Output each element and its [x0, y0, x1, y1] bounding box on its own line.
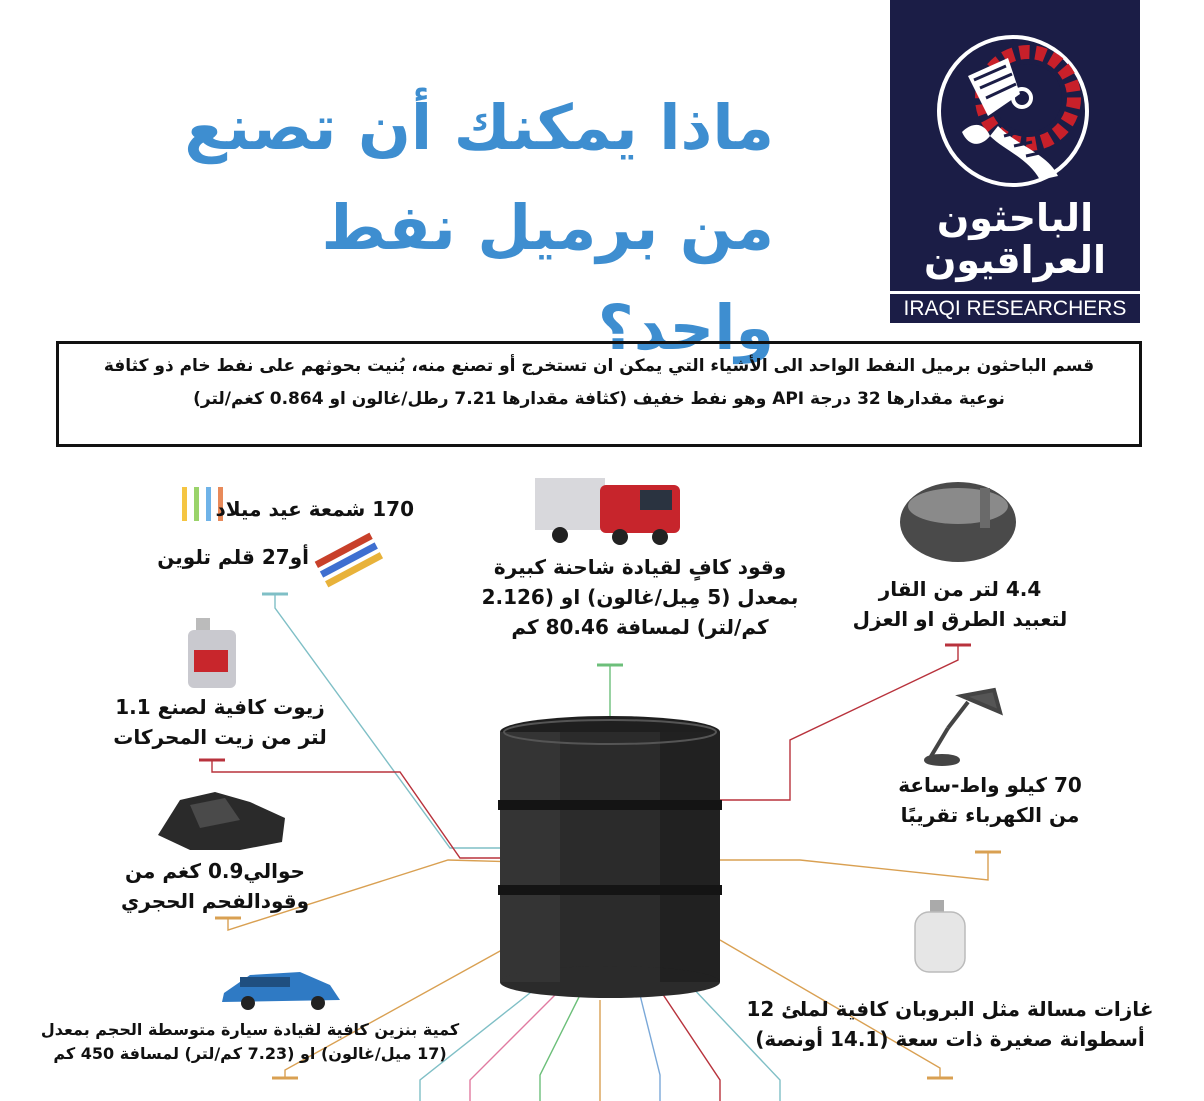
logo-arabic-line-1: الباحثون [936, 196, 1094, 240]
motor-oil-line-1: زيوت كافية لصنع 1.1 [115, 695, 325, 719]
coal-label: حوالي0.9 كغم من وقودالفحم الحجري [100, 856, 330, 916]
connector-bottom-2 [469, 989, 561, 1101]
connector-asphalt [720, 645, 959, 801]
intro-box: قسم الباحثون برميل النفط الواحد الى الأش… [56, 341, 1142, 447]
truck-icon [535, 478, 680, 545]
coal-icon [158, 792, 285, 850]
connector-candles [274, 594, 540, 849]
truck-line-1: وقود كافٍ لقيادة شاحنة كبيرة [493, 555, 787, 579]
logo: الباحثون العراقيون IRAQI RESEARCHERS [890, 0, 1140, 323]
car-line-2: (17 ميل/غالون) او (7.23 كم/لتر) لمسافة 4… [53, 1044, 447, 1063]
connector-car [284, 939, 521, 1078]
asphalt-line-1: 4.4 لتر من القار [878, 577, 1042, 601]
asphalt-line-2: لتعبيد الطرق او العزل [852, 607, 1068, 631]
car-label: كمية بنزين كافية لقيادة سيارة متوسطة الح… [30, 1018, 470, 1066]
title-line-1: ماذا يمكنك أن تصنع [184, 91, 774, 164]
propane-line-2: أسطوانة صغيرة ذات سعة (14.1 أونصة) [755, 1027, 1145, 1051]
asphalt-label: 4.4 لتر من القار لتعبيد الطرق او العزل [840, 574, 1080, 634]
connector-bottom-3 [539, 994, 581, 1101]
connector-oil [211, 760, 520, 859]
coal-line-2: وقودالفحم الحجري [120, 889, 310, 913]
truck-label: وقود كافٍ لقيادة شاحنة كبيرة بمعدل (5 مِ… [470, 552, 810, 642]
candles-crayons-icon [182, 487, 384, 588]
electricity-line-2: من الكهرباء تقريبًا [900, 803, 1080, 827]
motor-oil-label: زيوت كافية لصنع 1.1 لتر من زيت المحركات [100, 692, 340, 752]
crayons-label: أو27 قلم تلوين [157, 545, 309, 569]
car-icon [222, 972, 340, 1010]
connector-electricity [720, 852, 989, 881]
connector-bottom-6 [659, 989, 721, 1101]
car-line-1: كمية بنزين كافية لقيادة سيارة متوسطة الح… [40, 1020, 460, 1039]
electricity-label: 70 كيلو واط-ساعة من الكهرباء تقريبًا [880, 770, 1100, 830]
propane-cylinder-icon [914, 900, 966, 973]
propane-line-1: غازات مسالة مثل البروبان كافية لملئ 12 [746, 997, 1154, 1021]
coal-line-1: حوالي0.9 كغم من [125, 859, 305, 883]
title-line-2: من برميل نفط واحد؟ [321, 191, 774, 364]
candles-label: 170 شمعة عيد ميلاد [215, 497, 414, 521]
oil-barrel-icon [498, 716, 722, 998]
asphalt-icon [900, 482, 1016, 562]
connector-propane [719, 939, 941, 1078]
motor-oil-icon [188, 618, 236, 688]
electricity-line-1: 70 كيلو واط-ساعة [898, 773, 1082, 797]
motor-oil-line-2: لتر من زيت المحركات [113, 725, 327, 749]
logo-arabic-line-2: العراقيون [923, 238, 1107, 282]
truck-line-3: كم/لتر) لمسافة 80.46 كم [511, 615, 769, 639]
desk-lamp-icon [924, 687, 1004, 766]
connector-bottom-7 [689, 984, 781, 1101]
page-title: ماذا يمكنك أن تصنع من برميل نفط واحد؟ [134, 78, 774, 378]
truck-line-2: بمعدل (5 مِيل/غالون) او (2.126 [481, 585, 799, 609]
connector-bottom-1 [419, 984, 541, 1101]
connector-coal [227, 859, 521, 931]
logo-english: IRAQI RESEARCHERS [890, 291, 1140, 323]
logo-emblem-icon [937, 35, 1089, 187]
propane-label: غازات مسالة مثل البروبان كافية لملئ 12 أ… [740, 994, 1160, 1054]
connector-bottom-5 [639, 994, 661, 1101]
